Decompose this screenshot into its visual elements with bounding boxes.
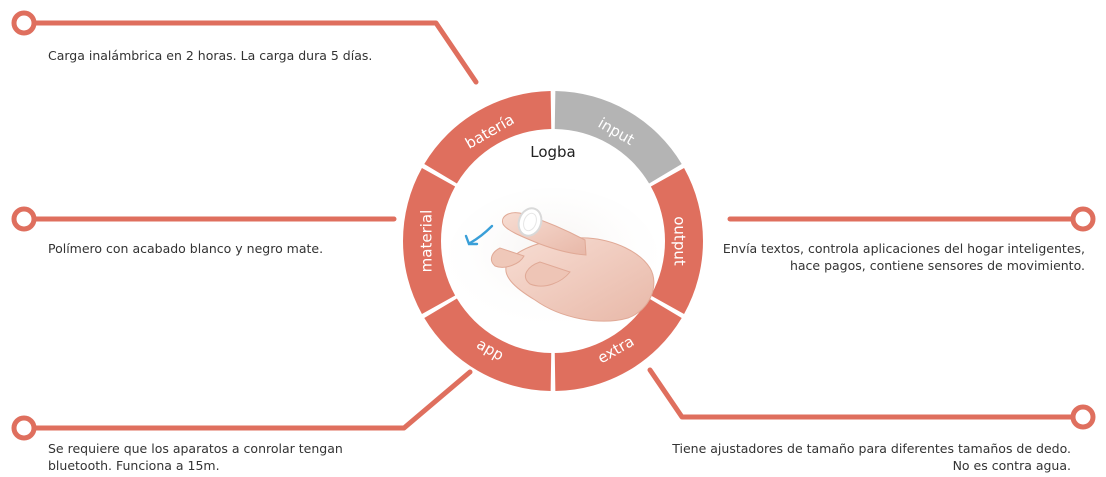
- ring-segment-shape: [554, 91, 682, 184]
- output-description: Envía textos, controla aplicaciones del …: [722, 241, 1085, 273]
- ring-segment-shape: [650, 168, 704, 314]
- app-description: Se requiere que los aparatos a conrolar …: [48, 441, 343, 473]
- ring-segment-shape: [554, 298, 682, 391]
- material-endpoint: [11, 206, 37, 232]
- ring-segment-shape: [424, 91, 552, 184]
- ring-segment-input[interactable]: input: [554, 91, 682, 184]
- connector-extra: [647, 367, 1078, 420]
- bateria-endpoint: [11, 10, 37, 36]
- connector-lines: [30, 20, 1078, 431]
- ring-segment-label: material: [418, 210, 436, 273]
- output-endpoint: [1070, 206, 1096, 232]
- connector-endpoints: [11, 10, 1096, 441]
- connector-app: [30, 369, 473, 431]
- ring-segment-label: output: [671, 216, 689, 266]
- battery-description: Carga inalámbrica en 2 horas. La carga d…: [48, 48, 373, 63]
- ring-segment-bateria[interactable]: batería: [424, 91, 552, 184]
- ring-segment-material[interactable]: material: [403, 168, 456, 314]
- material-description: Polímero con acabado blanco y negro mate…: [48, 241, 324, 256]
- extra-description: Tiene ajustadores de tamaño para diferen…: [672, 441, 1071, 473]
- ring-segment-shape: [403, 168, 456, 314]
- connector-bateria: [30, 20, 479, 85]
- app-endpoint: [11, 415, 37, 441]
- ring-segment-app[interactable]: app: [424, 298, 552, 391]
- ring-segment-shape: [424, 298, 552, 391]
- hand-with-ring-image: [448, 188, 658, 328]
- ring-segment-output[interactable]: output: [650, 168, 704, 314]
- diagram-title: Logba: [530, 143, 576, 161]
- extra-endpoint: [1070, 404, 1096, 430]
- gesture-arrow-icon: [464, 224, 494, 246]
